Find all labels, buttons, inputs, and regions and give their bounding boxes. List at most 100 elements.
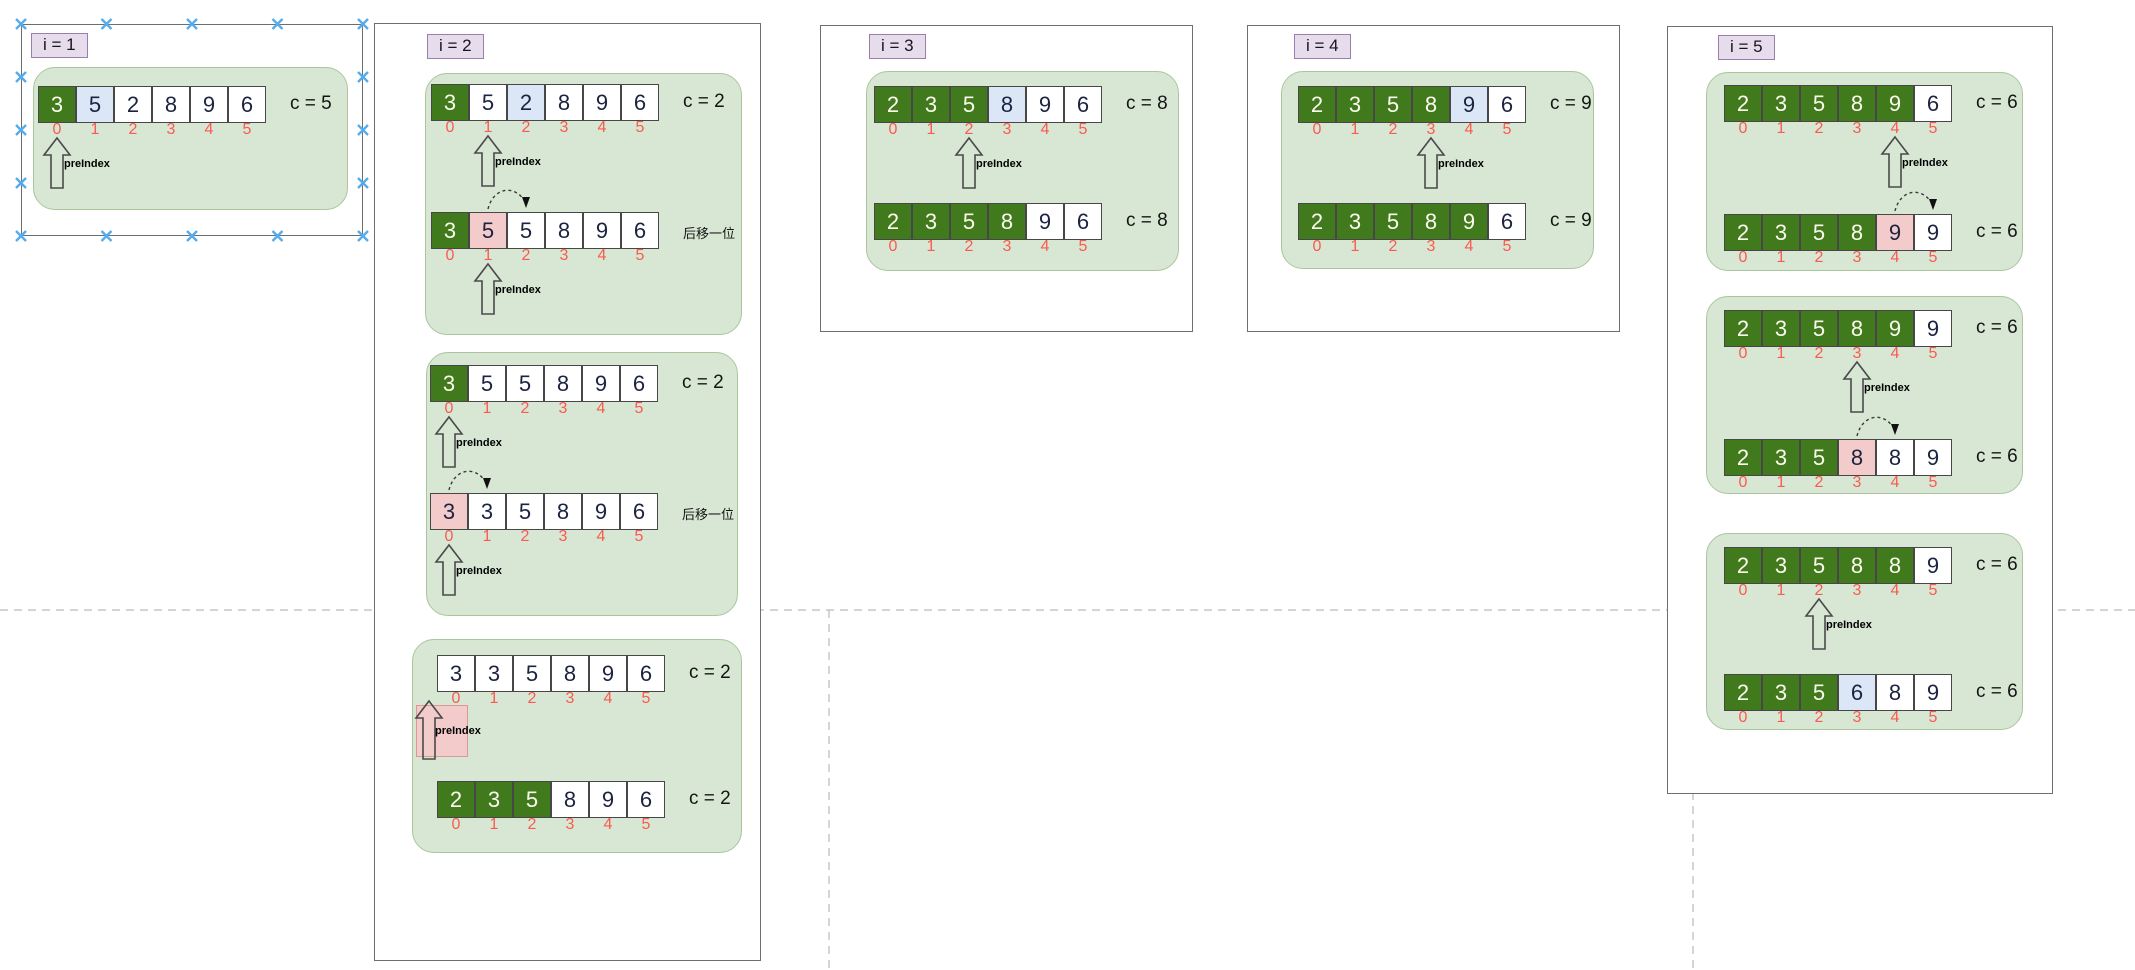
index-label[interactable]: 3	[988, 122, 1026, 138]
index-label[interactable]: 2	[1800, 475, 1838, 491]
index-label[interactable]: 3	[545, 248, 583, 264]
index-label[interactable]: 5	[1914, 346, 1952, 362]
array-cell[interactable]: 6	[621, 212, 659, 249]
array-cell[interactable]: 2	[874, 86, 912, 123]
index-label[interactable]: 5	[1914, 710, 1952, 726]
index-label[interactable]: 0	[1724, 346, 1762, 362]
array-cell[interactable]: 8	[545, 84, 583, 121]
index-label[interactable]: 2	[507, 248, 545, 264]
c-value-label[interactable]: c = 9	[1550, 93, 1592, 115]
array-cell[interactable]: 3	[475, 781, 513, 818]
index-label[interactable]: 3	[1412, 122, 1450, 138]
index-label[interactable]: 0	[874, 122, 912, 138]
index-label[interactable]: 5	[621, 248, 659, 264]
index-label[interactable]: 2	[950, 122, 988, 138]
array-cell[interactable]: 5	[1800, 547, 1838, 584]
index-label[interactable]: 5	[1064, 239, 1102, 255]
array-cell[interactable]: 3	[912, 86, 950, 123]
array-cell[interactable]: 8	[988, 203, 1026, 240]
preindex-label[interactable]: preIndex	[64, 158, 110, 170]
array-cell[interactable]: 9	[1876, 214, 1914, 251]
array-cell[interactable]: 3	[437, 655, 475, 692]
array-cell[interactable]: 9	[583, 84, 621, 121]
array-cell[interactable]: 5	[1374, 203, 1412, 240]
index-label[interactable]: 4	[582, 401, 620, 417]
array-cell[interactable]: 6	[620, 365, 658, 402]
index-label[interactable]: 0	[38, 122, 76, 138]
array-cell[interactable]: 3	[430, 493, 468, 530]
array-cell[interactable]: 8	[152, 86, 190, 123]
index-label[interactable]: 0	[431, 120, 469, 136]
index-label[interactable]: 5	[621, 120, 659, 136]
preindex-label[interactable]: preIndex	[1438, 158, 1484, 170]
array-cell[interactable]: 8	[551, 781, 589, 818]
array-cell[interactable]: 6	[1838, 674, 1876, 711]
array-cell[interactable]: 8	[1412, 203, 1450, 240]
preindex-label[interactable]: preIndex	[456, 565, 502, 577]
array-cell[interactable]: 5	[506, 493, 544, 530]
index-label[interactable]: 2	[513, 691, 551, 707]
index-label[interactable]: 1	[469, 248, 507, 264]
array-cell[interactable]: 5	[950, 86, 988, 123]
array-cell[interactable]: 9	[1450, 86, 1488, 123]
array-cell[interactable]: 3	[912, 203, 950, 240]
index-label[interactable]: 3	[1838, 475, 1876, 491]
index-label[interactable]: 0	[1724, 121, 1762, 137]
index-label[interactable]: 1	[468, 401, 506, 417]
array-cell[interactable]: 8	[1876, 439, 1914, 476]
index-label[interactable]: 1	[912, 122, 950, 138]
index-label[interactable]: 1	[475, 691, 513, 707]
index-label[interactable]: 1	[475, 817, 513, 833]
c-value-label[interactable]: c = 6	[1976, 92, 2018, 114]
index-label[interactable]: 2	[1800, 121, 1838, 137]
array-cell[interactable]: 8	[1838, 310, 1876, 347]
index-label[interactable]: 4	[1876, 121, 1914, 137]
index-label[interactable]: 4	[1450, 239, 1488, 255]
index-label[interactable]: 4	[1876, 475, 1914, 491]
array-cell[interactable]: 5	[513, 655, 551, 692]
index-label[interactable]: 3	[152, 122, 190, 138]
shift-note-label[interactable]: 后移一位	[682, 504, 734, 523]
array-cell[interactable]: 3	[1762, 439, 1800, 476]
index-label[interactable]: 4	[582, 529, 620, 545]
c-value-label[interactable]: c = 2	[689, 788, 731, 810]
index-label[interactable]: 0	[1298, 122, 1336, 138]
index-label[interactable]: 0	[874, 239, 912, 255]
array-cell[interactable]: 5	[1800, 85, 1838, 122]
index-label[interactable]: 1	[1762, 583, 1800, 599]
index-label[interactable]: 3	[988, 239, 1026, 255]
array-cell[interactable]: 8	[551, 655, 589, 692]
array-cell[interactable]: 9	[1914, 547, 1952, 584]
array-cell[interactable]: 5	[1800, 310, 1838, 347]
array-cell[interactable]: 2	[1298, 203, 1336, 240]
array-cell[interactable]: 3	[431, 84, 469, 121]
array-cell[interactable]: 8	[1838, 85, 1876, 122]
c-value-label[interactable]: c = 6	[1976, 221, 2018, 243]
array-cell[interactable]: 8	[1412, 86, 1450, 123]
index-label[interactable]: 1	[1762, 710, 1800, 726]
array-cell[interactable]: 9	[1914, 214, 1952, 251]
index-label[interactable]: 2	[1800, 583, 1838, 599]
preindex-label[interactable]: preIndex	[456, 437, 502, 449]
array-cell[interactable]: 9	[589, 655, 627, 692]
index-label[interactable]: 4	[583, 248, 621, 264]
index-label[interactable]: 0	[437, 817, 475, 833]
array-cell[interactable]: 9	[190, 86, 228, 123]
index-label[interactable]: 0	[1724, 475, 1762, 491]
array-cell[interactable]: 8	[544, 493, 582, 530]
c-value-label[interactable]: c = 2	[689, 662, 731, 684]
index-label[interactable]: 5	[1064, 122, 1102, 138]
index-label[interactable]: 0	[1298, 239, 1336, 255]
index-label[interactable]: 3	[1838, 710, 1876, 726]
array-cell[interactable]: 8	[988, 86, 1026, 123]
index-label[interactable]: 1	[1336, 239, 1374, 255]
index-label[interactable]: 0	[437, 691, 475, 707]
index-label[interactable]: 5	[627, 817, 665, 833]
iteration-label[interactable]: i = 1	[31, 33, 88, 58]
array-cell[interactable]: 9	[1876, 310, 1914, 347]
array-cell[interactable]: 9	[1876, 85, 1914, 122]
array-cell[interactable]: 3	[1762, 674, 1800, 711]
index-label[interactable]: 5	[1488, 239, 1526, 255]
